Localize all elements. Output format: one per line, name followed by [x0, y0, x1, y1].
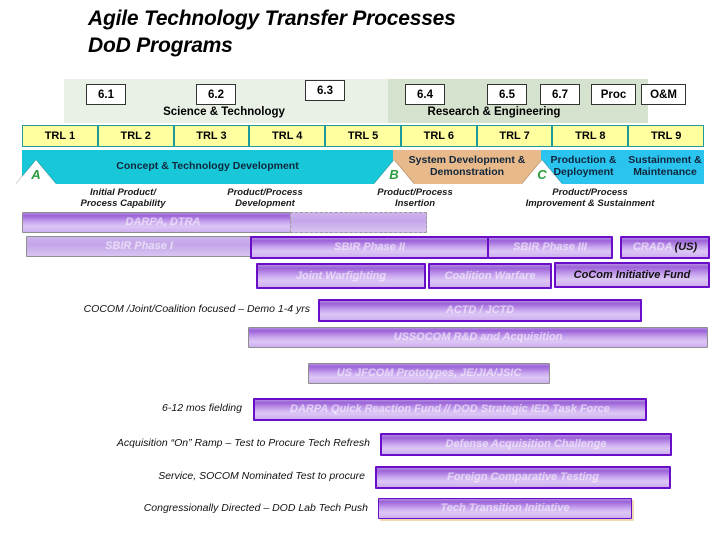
program-bar-coalition-warfare[interactable]: Coalition Warfare	[428, 263, 552, 289]
trl-cell-2[interactable]: TRL 2	[97, 125, 174, 147]
program-bar-sbir-phase-1[interactable]: SBIR Phase I	[26, 236, 252, 257]
trl-cell-5[interactable]: TRL 5	[325, 125, 401, 147]
page-title: Agile Technology Transfer Processes DoD …	[88, 6, 648, 60]
program-bar-sbir-phase-3[interactable]: SBIR Phase III	[487, 236, 613, 259]
triangle-shape-b	[374, 160, 414, 184]
side-label-cocom-joint-coalition: COCOM /Joint/Coalition focused – Demo 1-…	[83, 303, 310, 315]
science-technology-label: Science & Technology	[163, 106, 285, 118]
program-label-defense-acquisition-challenge: Defense Acquisition Challenge	[445, 438, 607, 450]
milestone-a-letter: A	[31, 167, 41, 182]
program-bar-darpa-dtra-extension[interactable]	[290, 212, 427, 233]
caption-initial-product: Initial Product/ Process Capability	[48, 187, 198, 210]
budget-box-proc[interactable]: Proc	[591, 84, 636, 105]
caption-2-line1: Product/Process	[377, 187, 453, 198]
program-label-actd-jctd: ACTD / JCTD	[445, 304, 515, 316]
program-label-sbir-phase-1: SBIR Phase I	[105, 240, 173, 252]
program-bar-foreign-comparative-testing[interactable]: Foreign Comparative Testing	[375, 466, 671, 489]
program-label-cocom-initiative-fund: CoCom Initiative Fund	[573, 268, 691, 281]
triangle-shape-c	[522, 160, 562, 184]
trl-scale: TRL 1 TRL 2 TRL 3 TRL 4 TRL 5 TRL 6 TRL …	[22, 125, 705, 147]
side-label-fielding: 6-12 mos fielding	[162, 402, 242, 414]
acquisition-phase-bar: Concept & Technology Development System …	[16, 150, 704, 184]
caption-product-process-improvement: Product/Process Improvement & Sustainmen…	[490, 187, 690, 210]
caption-2-line2: Insertion	[394, 198, 436, 210]
trl-cell-6[interactable]: TRL 6	[400, 125, 477, 147]
trl-cell-9[interactable]: TRL 9	[628, 125, 705, 147]
caption-0-line2: Process Capability	[80, 198, 166, 210]
program-label-us: (US)	[674, 241, 698, 253]
budget-box-6-1[interactable]: 6.1	[86, 84, 126, 105]
caption-0-line1: Initial Product/	[90, 187, 156, 198]
program-bar-sbir-phase-2[interactable]: SBIR Phase II	[250, 236, 489, 259]
program-label-coalition-warfare: Coalition Warfare	[444, 269, 536, 282]
program-label-sbir-phase-3: SBIR Phase III	[513, 241, 587, 253]
program-bar-cocom-initiative-fund[interactable]: CoCom Initiative Fund	[554, 262, 710, 288]
trl-cell-1[interactable]: TRL 1	[22, 125, 98, 147]
caption-3-line2: Improvement & Sustainment	[525, 198, 655, 210]
caption-3-line1: Product/Process	[552, 187, 628, 198]
trl-cell-3[interactable]: TRL 3	[173, 125, 250, 147]
milestone-b-triangle-icon[interactable]: B	[374, 160, 414, 184]
program-label-sbir-phase-2: SBIR Phase II	[334, 241, 405, 253]
milestone-c-letter: C	[537, 167, 547, 182]
budget-box-om[interactable]: O&M	[641, 84, 686, 105]
program-bar-joint-warfighting[interactable]: Joint Warfighting	[256, 263, 426, 289]
program-bar-tech-transition-initiative[interactable]: Tech Transition Initiative	[378, 498, 632, 519]
research-engineering-label: Research & Engineering	[427, 106, 561, 118]
program-bar-darpa-dtra[interactable]: DARPA, DTRA	[22, 212, 304, 233]
budget-box-6-3[interactable]: 6.3	[305, 80, 345, 101]
caption-1-line2: Development	[235, 198, 295, 210]
caption-product-process-development: Product/Process Development	[185, 187, 345, 210]
program-label-crada: CRADA	[632, 241, 673, 253]
program-label-us-jfcom: US JFCOM Prototypes, JE/JIA/JSIC	[336, 367, 522, 379]
title-line-2: DoD Programs	[88, 33, 233, 57]
phase-concept-technology-development: Concept & Technology Development	[22, 150, 393, 184]
milestone-c-triangle-icon[interactable]: C	[522, 160, 562, 184]
phase-sustainment-maintenance: Sustainment & Maintenance	[626, 150, 704, 184]
budget-box-6-5[interactable]: 6.5	[487, 84, 527, 105]
program-bar-defense-acquisition-challenge[interactable]: Defense Acquisition Challenge	[380, 433, 672, 456]
trl-cell-4[interactable]: TRL 4	[249, 125, 326, 147]
budget-box-6-4[interactable]: 6.4	[405, 84, 445, 105]
phase-system-development-demonstration: System Development & Demonstration	[393, 150, 541, 184]
program-label-foreign-comparative-testing: Foreign Comparative Testing	[447, 471, 599, 483]
program-bar-ussocom-rd-acquisition[interactable]: USSOCOM R&D and Acquisition	[248, 327, 708, 348]
side-label-service-socom: Service, SOCOM Nominated Test to procure	[158, 470, 365, 482]
caption-product-process-insertion: Product/Process Insertion	[340, 187, 490, 210]
budget-box-6-2[interactable]: 6.2	[196, 84, 236, 105]
caption-1-line1: Product/Process	[227, 187, 303, 198]
side-label-congressionally-directed: Congressionally Directed – DOD Lab Tech …	[143, 502, 368, 514]
program-label-joint-warfighting: Joint Warfighting	[295, 269, 387, 282]
milestone-b-letter: B	[389, 167, 399, 182]
budget-box-6-7[interactable]: 6.7	[540, 84, 580, 105]
program-bar-actd-jctd[interactable]: ACTD / JCTD	[318, 299, 642, 322]
trl-cell-7[interactable]: TRL 7	[476, 125, 553, 147]
trl-cell-8[interactable]: TRL 8	[552, 125, 629, 147]
program-label-darpa-dtra: DARPA, DTRA	[125, 216, 201, 228]
program-bar-darpa-quick-reaction-fund[interactable]: DARPA Quick Reaction Fund // DOD Strateg…	[253, 398, 647, 421]
program-label-tech-transition-initiative: Tech Transition Initiative	[440, 502, 570, 514]
milestone-a-triangle-icon[interactable]: A	[16, 160, 56, 184]
side-label-acquisition-on-ramp: Acquisition “On” Ramp – Test to Procure …	[116, 437, 370, 449]
budget-activity-band: 6.1 6.2 6.3 6.4 6.5 6.7 Proc O&M Science…	[64, 79, 704, 123]
title-line-1: Agile Technology Transfer Processes	[88, 7, 456, 30]
triangle-shape-a	[16, 160, 56, 184]
program-label-ussocom: USSOCOM R&D and Acquisition	[393, 331, 563, 343]
program-bar-crada-us[interactable]: CRADA (US)	[620, 236, 710, 259]
program-bar-us-jfcom-prototypes[interactable]: US JFCOM Prototypes, JE/JIA/JSIC	[308, 363, 550, 384]
program-label-darpa-quick-reaction-fund: DARPA Quick Reaction Fund // DOD Strateg…	[290, 403, 610, 415]
